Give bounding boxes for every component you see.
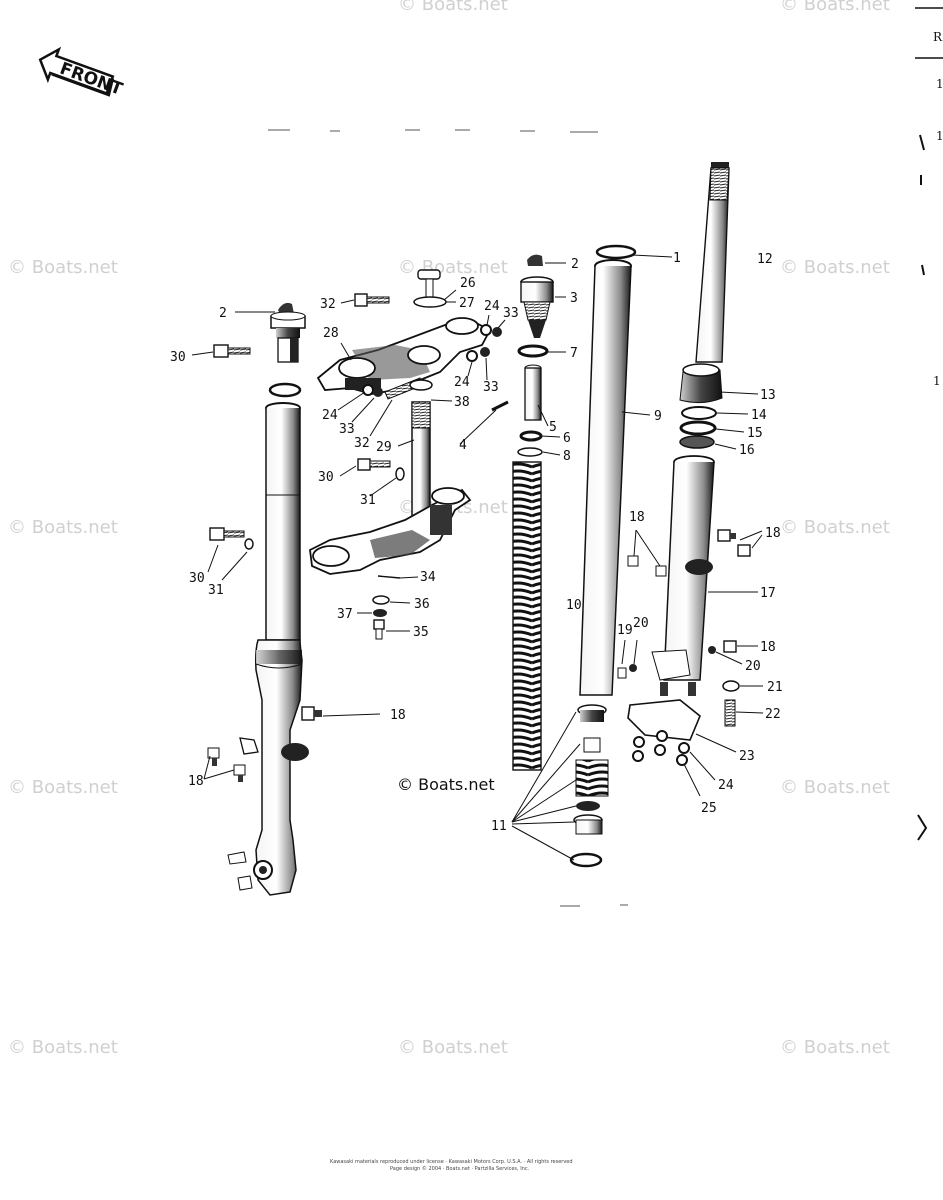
callout-29: 29: [376, 440, 392, 455]
svg-text:© Boats.net: © Boats.net: [780, 0, 890, 15]
svg-text:© Boats.net: © Boats.net: [8, 517, 118, 538]
callout-22: 22: [765, 707, 781, 722]
axle-clamp: [627, 699, 701, 741]
callout-13: 13: [760, 388, 776, 403]
callout-19: 19: [617, 623, 633, 638]
svg-text:© Boats.net: © Boats.net: [8, 1037, 118, 1058]
left-inner-tube: [265, 408, 301, 641]
callout-7: 7: [570, 346, 578, 361]
callout-24: 24: [718, 778, 734, 793]
svg-text:© Boats.net: © Boats.net: [780, 257, 890, 278]
callout-1: 1: [673, 251, 681, 266]
callout-37: 37: [337, 607, 353, 622]
callout-24: 24: [484, 299, 500, 314]
callout-18: 18: [390, 708, 406, 723]
callout-24: 24: [322, 408, 338, 423]
front-label: FRONT: [57, 59, 125, 100]
callout-12: 12: [757, 252, 773, 267]
svg-text:© Boats.net: © Boats.net: [398, 1037, 508, 1058]
svg-text:© Boats.net: © Boats.net: [398, 0, 508, 15]
svg-text:© Boats.net: © Boats.net: [780, 777, 890, 798]
svg-text:1: 1: [936, 129, 943, 143]
svg-text:1: 1: [936, 77, 943, 91]
svg-text:R: R: [933, 30, 943, 44]
svg-text:© Boats.net: © Boats.net: [398, 257, 508, 278]
callout-5: 5: [549, 420, 557, 435]
callout-35: 35: [413, 625, 429, 640]
callout-18: 18: [188, 774, 204, 789]
svg-text:Kawasaki materials reproduced: Kawasaki materials reproduced under lice…: [330, 1159, 573, 1165]
fork-spring: [512, 461, 542, 771]
callout-33: 33: [339, 422, 355, 437]
center-watermark: © Boats.net: [397, 775, 495, 794]
callout-28: 28: [323, 326, 339, 341]
cap-bolt-left: [278, 302, 294, 314]
callout-16: 16: [739, 443, 755, 458]
callout-26: 26: [460, 276, 476, 291]
callout-24: 24: [454, 375, 470, 390]
callout-36: 36: [414, 597, 430, 612]
callout-18: 18: [629, 510, 645, 525]
leader-lines: [191, 254, 764, 861]
front-direction-arrow: FRONT: [38, 46, 125, 100]
scan-artifacts: [268, 129, 628, 907]
callout-2: 2: [571, 257, 579, 272]
damper-seal-stack: [569, 704, 609, 868]
callout-27: 27: [459, 296, 475, 311]
copyright-footer: Kawasaki materials reproduced under lice…: [330, 1159, 573, 1172]
callout-20: 20: [745, 659, 761, 674]
bolt-18-left: [207, 706, 322, 782]
callout-numbers: 1 2 2 3 4 5 6 7 8 9 10 11 12 13 14 15 16…: [170, 251, 783, 834]
callout-9: 9: [654, 409, 662, 424]
callout-3: 3: [570, 291, 578, 306]
callout-31: 31: [208, 583, 224, 598]
callout-6: 6: [563, 431, 571, 446]
callout-18: 18: [760, 640, 776, 655]
callout-15: 15: [747, 426, 763, 441]
callout-14: 14: [751, 408, 767, 423]
steering-stem-assembly: [309, 269, 502, 640]
callout-33: 33: [503, 306, 519, 321]
callout-17: 17: [760, 586, 776, 601]
o-ring-left: [268, 382, 302, 398]
callout-32: 32: [320, 297, 336, 312]
callout-20: 20: [633, 616, 649, 631]
svg-text:© Boats.net: © Boats.net: [8, 257, 118, 278]
bolt-30-left: [213, 344, 251, 358]
callout-31: 31: [360, 493, 376, 508]
svg-text:© Boats.net: © Boats.net: [780, 1037, 890, 1058]
callout-30: 30: [189, 571, 205, 586]
callout-25: 25: [701, 801, 717, 816]
left-fender-boss: [281, 743, 309, 761]
callout-30: 30: [318, 470, 334, 485]
callout-2: 2: [219, 306, 227, 321]
callout-10: 10: [566, 598, 582, 613]
callout-30: 30: [170, 350, 186, 365]
callout-38: 38: [454, 395, 470, 410]
callout-34: 34: [420, 570, 436, 585]
callout-32: 32: [354, 436, 370, 451]
callout-4: 4: [459, 438, 467, 453]
callout-21: 21: [767, 680, 783, 695]
callout-18: 18: [765, 526, 781, 541]
callout-11: 11: [491, 819, 507, 834]
svg-text:Page design © 2004 · Boats.net: Page design © 2004 · Boats.net · Partzil…: [390, 1165, 530, 1172]
bolt-30-lower: [209, 527, 254, 550]
callout-33: 33: [483, 380, 499, 395]
svg-text:1: 1: [933, 374, 941, 388]
left-outer-tube: [255, 639, 303, 896]
right-edge-marks: R 1 1 1: [915, 7, 943, 841]
center-damper-parts: [491, 254, 554, 771]
callout-23: 23: [739, 749, 755, 764]
right-fork-tubes: [569, 162, 751, 868]
svg-text:© Boats.net: © Boats.net: [8, 777, 118, 798]
callout-8: 8: [563, 449, 571, 464]
watermark-layer: © Boats.net © Boats.net © Boats.net © Bo…: [8, 0, 890, 1058]
right-inner-tube: [579, 265, 632, 696]
svg-text:© Boats.net: © Boats.net: [780, 517, 890, 538]
left-fork-assembly: [207, 302, 322, 896]
